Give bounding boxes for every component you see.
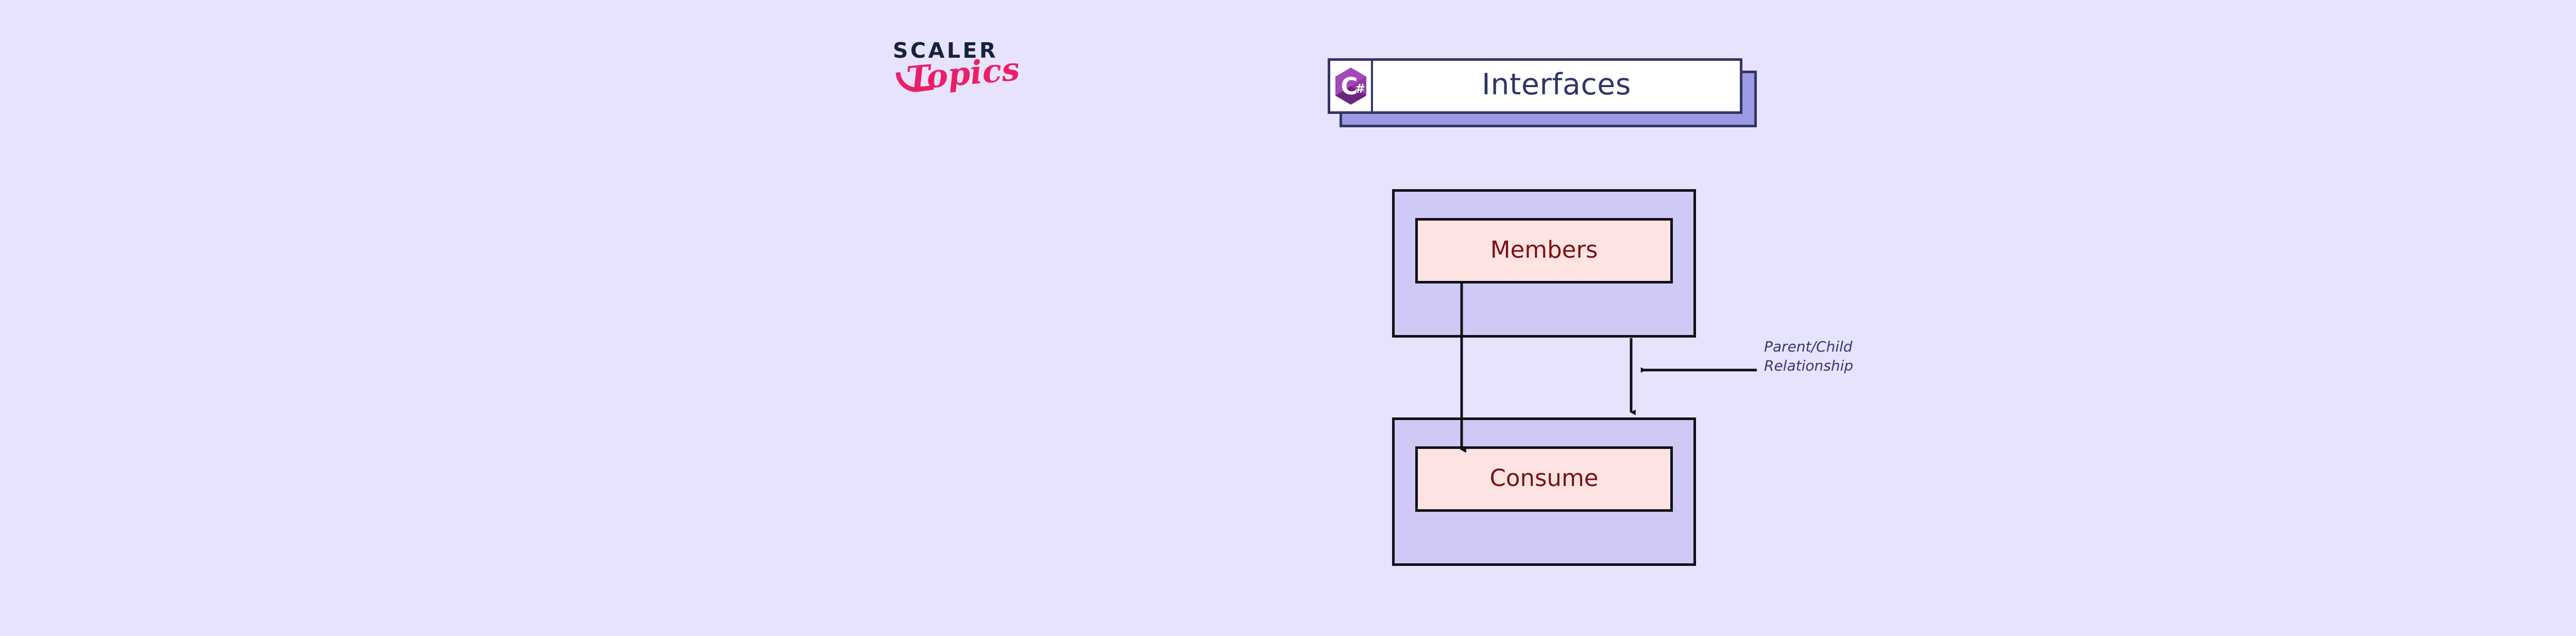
annotation-line-1: Parent/Child bbox=[1764, 338, 1853, 355]
consume-node-label: Consume bbox=[1489, 464, 1599, 492]
svg-text:C: C bbox=[1341, 73, 1358, 100]
annotation-line-2: Relationship bbox=[1764, 357, 1854, 374]
consume-node: Consume bbox=[1415, 446, 1673, 512]
scaler-topics-logo: SCALER Topics bbox=[893, 40, 1058, 133]
brand-wordmark-topics: Topics bbox=[905, 49, 1021, 97]
svg-text:#: # bbox=[1354, 81, 1365, 96]
header-icon-cell: C # bbox=[1330, 61, 1373, 111]
interfaces-header-card: C # Interfaces bbox=[1328, 58, 1757, 127]
page-title: Interfaces bbox=[1482, 68, 1631, 102]
members-node-label: Members bbox=[1490, 236, 1598, 263]
header-card-body: C # Interfaces bbox=[1328, 58, 1742, 114]
header-title-cell: Interfaces bbox=[1373, 61, 1740, 111]
relationship-annotation: Parent/Child Relationship bbox=[1764, 338, 1950, 376]
csharp-logo-icon: C # bbox=[1334, 67, 1367, 105]
members-node: Members bbox=[1415, 218, 1673, 283]
brand-wordmark-scaler: SCALER bbox=[893, 38, 998, 63]
